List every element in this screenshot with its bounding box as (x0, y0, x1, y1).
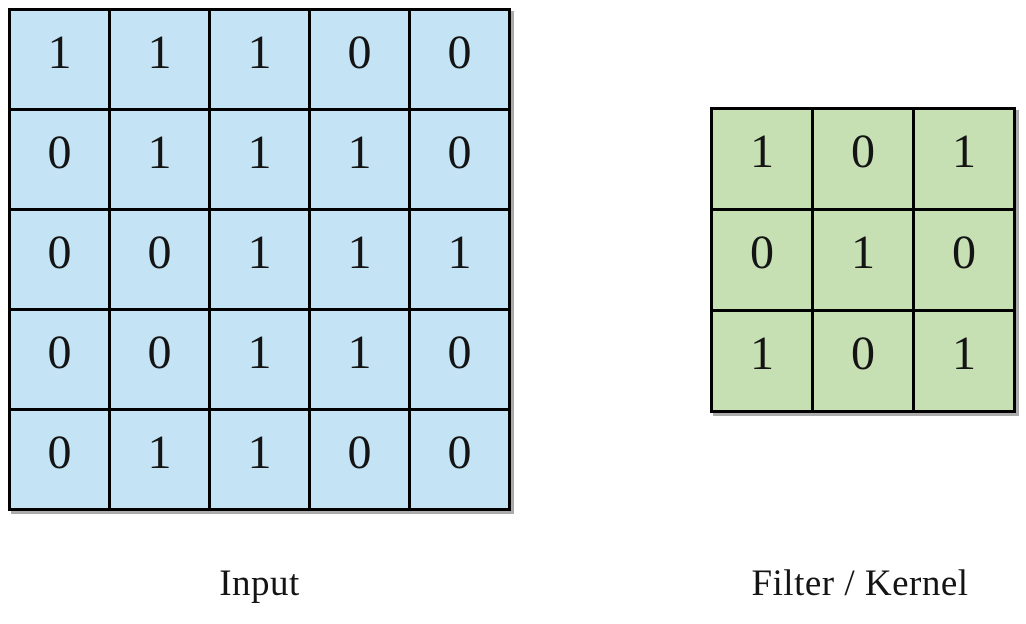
input-cell-r0c0: 1 (11, 11, 108, 108)
input-cell-r3c0: 0 (11, 311, 108, 408)
input-cell-r1c4: 0 (411, 111, 508, 208)
input-cell-r0c3: 0 (311, 11, 408, 108)
input-cell-r2c3: 1 (311, 211, 408, 308)
kernel-cell-r2c0: 1 (713, 312, 811, 410)
input-cell-r2c4: 1 (411, 211, 508, 308)
input-cell-r3c2: 1 (211, 311, 308, 408)
input-cell-r4c4: 0 (411, 411, 508, 508)
kernel-cell-r1c0: 0 (713, 211, 811, 309)
input-cell-r1c0: 0 (11, 111, 108, 208)
kernel-cell-r2c1: 0 (814, 312, 912, 410)
input-cell-r3c4: 0 (411, 311, 508, 408)
kernel-cell-r0c1: 0 (814, 110, 912, 208)
kernel-cell-r2c2: 1 (915, 312, 1013, 410)
input-cell-r1c1: 1 (111, 111, 208, 208)
kernel-cell-r1c1: 1 (814, 211, 912, 309)
kernel-cell-r1c2: 0 (915, 211, 1013, 309)
input-cell-r1c3: 1 (311, 111, 408, 208)
input-cell-r2c2: 1 (211, 211, 308, 308)
input-cell-r0c1: 1 (111, 11, 208, 108)
input-cell-r4c1: 1 (111, 411, 208, 508)
input-cell-r3c3: 1 (311, 311, 408, 408)
input-cell-r2c1: 0 (111, 211, 208, 308)
kernel-cell-r0c0: 1 (713, 110, 811, 208)
input-cell-r3c1: 0 (111, 311, 208, 408)
kernel-cell-r0c2: 1 (915, 110, 1013, 208)
input-cell-r0c4: 0 (411, 11, 508, 108)
input-cell-r4c0: 0 (11, 411, 108, 508)
input-cell-r2c0: 0 (11, 211, 108, 308)
input-cell-r0c2: 1 (211, 11, 308, 108)
kernel-label: Filter / Kernel (751, 563, 969, 604)
input-cell-r1c2: 1 (211, 111, 308, 208)
input-label: Input (219, 563, 300, 604)
input-cell-r4c2: 1 (211, 411, 308, 508)
input-cell-r4c3: 0 (311, 411, 408, 508)
